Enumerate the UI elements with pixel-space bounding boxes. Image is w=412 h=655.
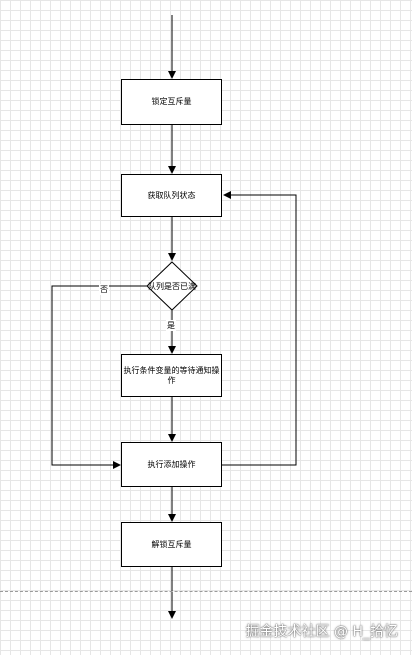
- node-unlock-mutex[interactable]: 解锁互斥量: [121, 522, 222, 567]
- decision-diamond: [146, 261, 198, 311]
- node-lock-mutex[interactable]: 锁定互斥量: [121, 79, 222, 125]
- node-cond-wait[interactable]: 执行条件变量的等待通知操作: [121, 354, 222, 397]
- node-queue-full-check-label: 队列是否已满: [148, 282, 196, 291]
- edge-label-yes: 是: [166, 320, 176, 331]
- edge-add-loopback: [221, 191, 297, 466]
- node-get-queue-state-label: 获取队列状态: [147, 190, 196, 200]
- watermark-text: 掘金技术社区 @ H_拾忆: [245, 624, 398, 640]
- node-add-op[interactable]: 执行添加操作: [121, 442, 222, 487]
- edge-label-no: 否: [99, 284, 109, 295]
- node-get-queue-state[interactable]: 获取队列状态: [121, 174, 222, 217]
- node-unlock-mutex-label: 解锁互斥量: [151, 539, 192, 549]
- node-add-op-label: 执行添加操作: [147, 459, 196, 469]
- page-break-line: [0, 591, 412, 592]
- node-cond-wait-label: 执行条件变量的等待通知操作: [123, 365, 220, 385]
- node-lock-mutex-label: 锁定互斥量: [151, 97, 192, 107]
